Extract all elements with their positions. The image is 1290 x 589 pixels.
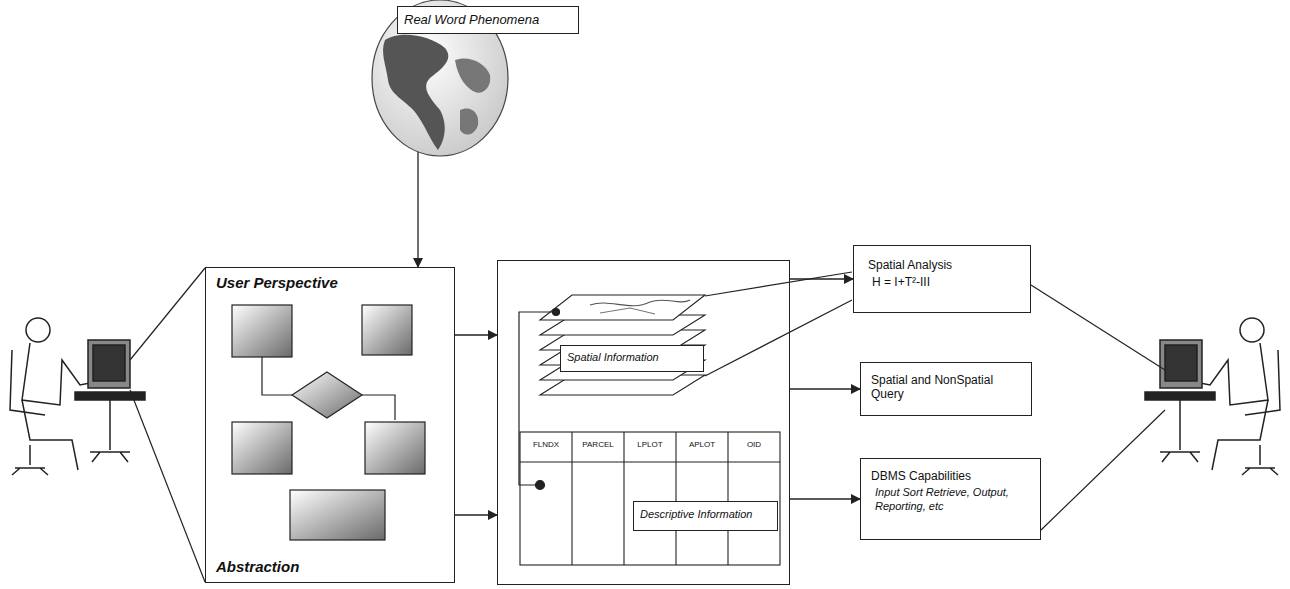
query-box: Spatial and NonSpatial Query: [860, 362, 1032, 416]
descriptive-info-label: Descriptive Information: [633, 501, 778, 531]
analysis-box: Spatial Analysis H = I+T²-III: [853, 245, 1031, 313]
link-line: [519, 272, 852, 490]
attribute-table: [520, 432, 780, 565]
table-header: APLOT: [676, 440, 728, 449]
table-header: FLNDX: [520, 440, 572, 449]
user-figure: [1145, 318, 1280, 475]
dbms-box: DBMS CapabilitiesInput Sort Retrieve, Ou…: [860, 458, 1041, 540]
user-figure: [10, 318, 145, 475]
node-heading: Descriptive Information: [640, 508, 771, 521]
table-header: PARCEL: [572, 440, 624, 449]
flow-arrow: [790, 388, 860, 389]
gis-database-box: Spatial InformationDescriptive Informati…: [497, 260, 790, 585]
spatial-info-label: Spatial Information: [560, 345, 704, 372]
sight-line: [1031, 285, 1165, 530]
phenomena-label: Real Word Phenomena: [397, 6, 579, 34]
model-shapes: [232, 305, 425, 540]
node-heading: Spatial Analysis: [868, 258, 1020, 272]
node-heading: User Perspective: [216, 274, 444, 292]
node-body: Abstraction: [216, 558, 444, 576]
flow-arrow: [455, 514, 497, 515]
node-heading: Spatial Information: [567, 351, 697, 364]
node-body: H = I+T²-III: [868, 275, 1020, 289]
flow-arrow: [455, 334, 497, 335]
map-layers: [540, 295, 705, 395]
node-body: Input Sort Retrieve, Output, Reporting, …: [871, 486, 1030, 512]
flow-arrow: [790, 278, 853, 279]
table-header: OID: [728, 440, 780, 449]
abstraction-panel: User PerspectiveAbstraction: [205, 267, 455, 583]
node-heading: Spatial and NonSpatial Query: [871, 373, 1021, 402]
node-heading: DBMS Capabilities: [871, 469, 1030, 483]
table-header: LPLOT: [624, 440, 676, 449]
sight-line: [130, 268, 205, 582]
node-heading: Real Word Phenomena: [404, 12, 572, 28]
flow-arrow: [790, 498, 860, 499]
